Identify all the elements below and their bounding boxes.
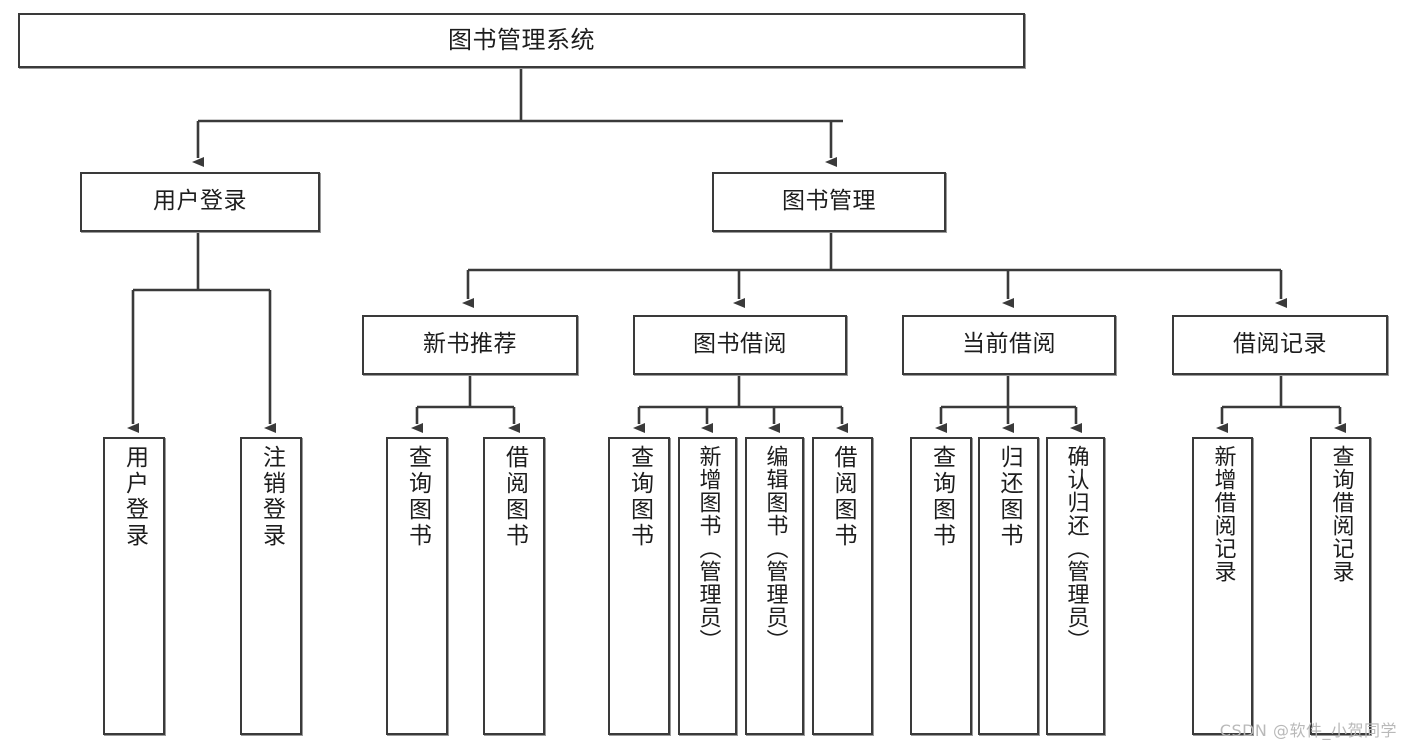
node-label: 图书管理系统: [448, 26, 595, 55]
leaf-user-login[interactable]: 用户登录: [103, 437, 165, 735]
leaf-logout[interactable]: 注销登录: [240, 437, 302, 735]
node-label: 查询借阅记录: [1328, 445, 1354, 583]
node-label: 借阅记录: [1233, 331, 1327, 358]
node-label: 归还图书: [996, 445, 1022, 549]
node-current-borrow[interactable]: 当前借阅: [902, 315, 1116, 375]
leaf-borrow-book[interactable]: 借阅图书: [812, 437, 873, 735]
node-label: 用户登录: [121, 445, 148, 549]
csdn-watermark: CSDN @软件_小贺同学: [1219, 721, 1397, 740]
node-label: 借阅图书: [501, 445, 528, 549]
node-label: 借阅图书: [830, 445, 856, 549]
node-root-system[interactable]: 图书管理系统: [18, 13, 1025, 68]
node-label: 编辑图书（管理员）: [762, 445, 788, 652]
leaf-query-book-current[interactable]: 查询图书: [910, 437, 972, 735]
leaf-add-borrow-record[interactable]: 新增借阅记录: [1192, 437, 1253, 735]
node-label: 新增图书（管理员）: [695, 445, 721, 652]
leaf-add-book-admin[interactable]: 新增图书（管理员）: [678, 437, 737, 735]
node-label: 图书管理: [782, 188, 876, 215]
node-label: 注销登录: [258, 445, 285, 549]
leaf-query-book-recommend[interactable]: 查询图书: [386, 437, 448, 735]
node-new-book-recommend[interactable]: 新书推荐: [362, 315, 578, 375]
leaf-borrow-book-recommend[interactable]: 借阅图书: [483, 437, 545, 735]
node-label: 查询图书: [928, 445, 955, 549]
leaf-query-borrow-record[interactable]: 查询借阅记录: [1310, 437, 1371, 735]
leaf-query-book-borrow[interactable]: 查询图书: [608, 437, 670, 735]
leaf-confirm-return-admin[interactable]: 确认归还（管理员）: [1046, 437, 1105, 735]
node-label: 用户登录: [153, 188, 247, 215]
node-book-borrow[interactable]: 图书借阅: [633, 315, 847, 375]
node-label: 新书推荐: [423, 331, 517, 358]
leaf-return-book[interactable]: 归还图书: [978, 437, 1039, 735]
node-label: 确认归还（管理员）: [1063, 445, 1089, 652]
node-label: 新增借阅记录: [1210, 445, 1236, 583]
node-user-login[interactable]: 用户登录: [80, 172, 320, 232]
node-label: 查询图书: [404, 445, 431, 549]
node-label: 图书借阅: [693, 331, 787, 358]
node-book-management[interactable]: 图书管理: [712, 172, 946, 232]
node-label: 查询图书: [626, 445, 653, 549]
leaf-edit-book-admin[interactable]: 编辑图书（管理员）: [745, 437, 804, 735]
node-borrow-record[interactable]: 借阅记录: [1172, 315, 1388, 375]
node-label: 当前借阅: [962, 331, 1056, 358]
